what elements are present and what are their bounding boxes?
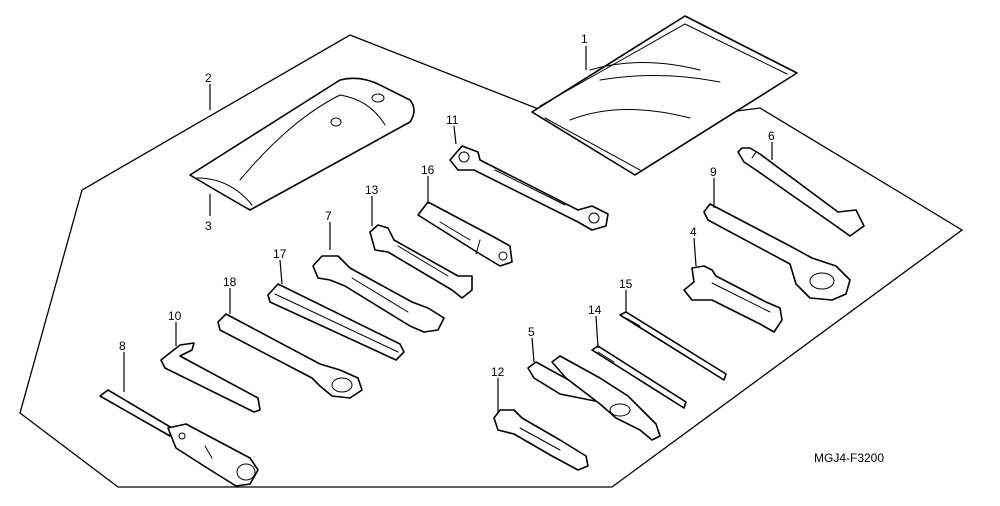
callout-4: 4 xyxy=(690,225,697,239)
part-1-tool-bag[interactable] xyxy=(531,15,798,176)
callout-6: 6 xyxy=(768,129,775,143)
callout-8: 8 xyxy=(119,339,126,353)
part-13-open-end-wrench[interactable] xyxy=(369,224,473,299)
callout-7: 7 xyxy=(325,209,332,223)
callout-13: 13 xyxy=(365,183,379,197)
callout-10: 10 xyxy=(168,309,182,323)
part-12-open-end-wrench[interactable] xyxy=(493,409,589,471)
part-18-combination-wrench[interactable] xyxy=(217,313,363,399)
part-6-extension-bar[interactable] xyxy=(737,147,865,237)
part-8-plug-wrench[interactable] xyxy=(99,389,259,487)
callout-18: 18 xyxy=(223,275,237,289)
part-16-screwdriver-handle[interactable] xyxy=(417,201,513,267)
callout-3: 3 xyxy=(205,219,212,233)
callout-15: 15 xyxy=(619,277,633,291)
callout-12: 12 xyxy=(491,365,505,379)
callout-14: 14 xyxy=(588,303,602,317)
diagram-code: MGJ4-F3200 xyxy=(814,451,884,465)
callout-labels: 1 2 3 4 5 6 7 8 9 10 11 12 13 14 15 16 1… xyxy=(119,32,775,379)
callout-17: 17 xyxy=(273,247,287,261)
part-15-screwdriver[interactable] xyxy=(619,311,727,381)
part-10-hex-key[interactable] xyxy=(160,342,261,413)
callout-11: 11 xyxy=(446,113,459,127)
callout-9: 9 xyxy=(710,165,717,179)
part-9-ring-spanner[interactable] xyxy=(703,203,851,301)
part-7-open-end-wrench[interactable] xyxy=(312,255,445,333)
part-14-screwdriver[interactable] xyxy=(591,345,687,409)
part-2-tool-pouch[interactable] xyxy=(189,77,415,211)
part-5-pliers[interactable] xyxy=(527,355,661,441)
callout-leaders xyxy=(123,46,773,412)
callout-16: 16 xyxy=(421,163,435,177)
callout-2: 2 xyxy=(205,71,212,85)
part-17-flat-bar[interactable] xyxy=(267,283,405,361)
part-11-box-wrench[interactable] xyxy=(449,145,609,231)
callout-5: 5 xyxy=(528,325,535,339)
callout-1: 1 xyxy=(581,32,588,46)
part-4-pin-spanner[interactable] xyxy=(683,265,783,333)
